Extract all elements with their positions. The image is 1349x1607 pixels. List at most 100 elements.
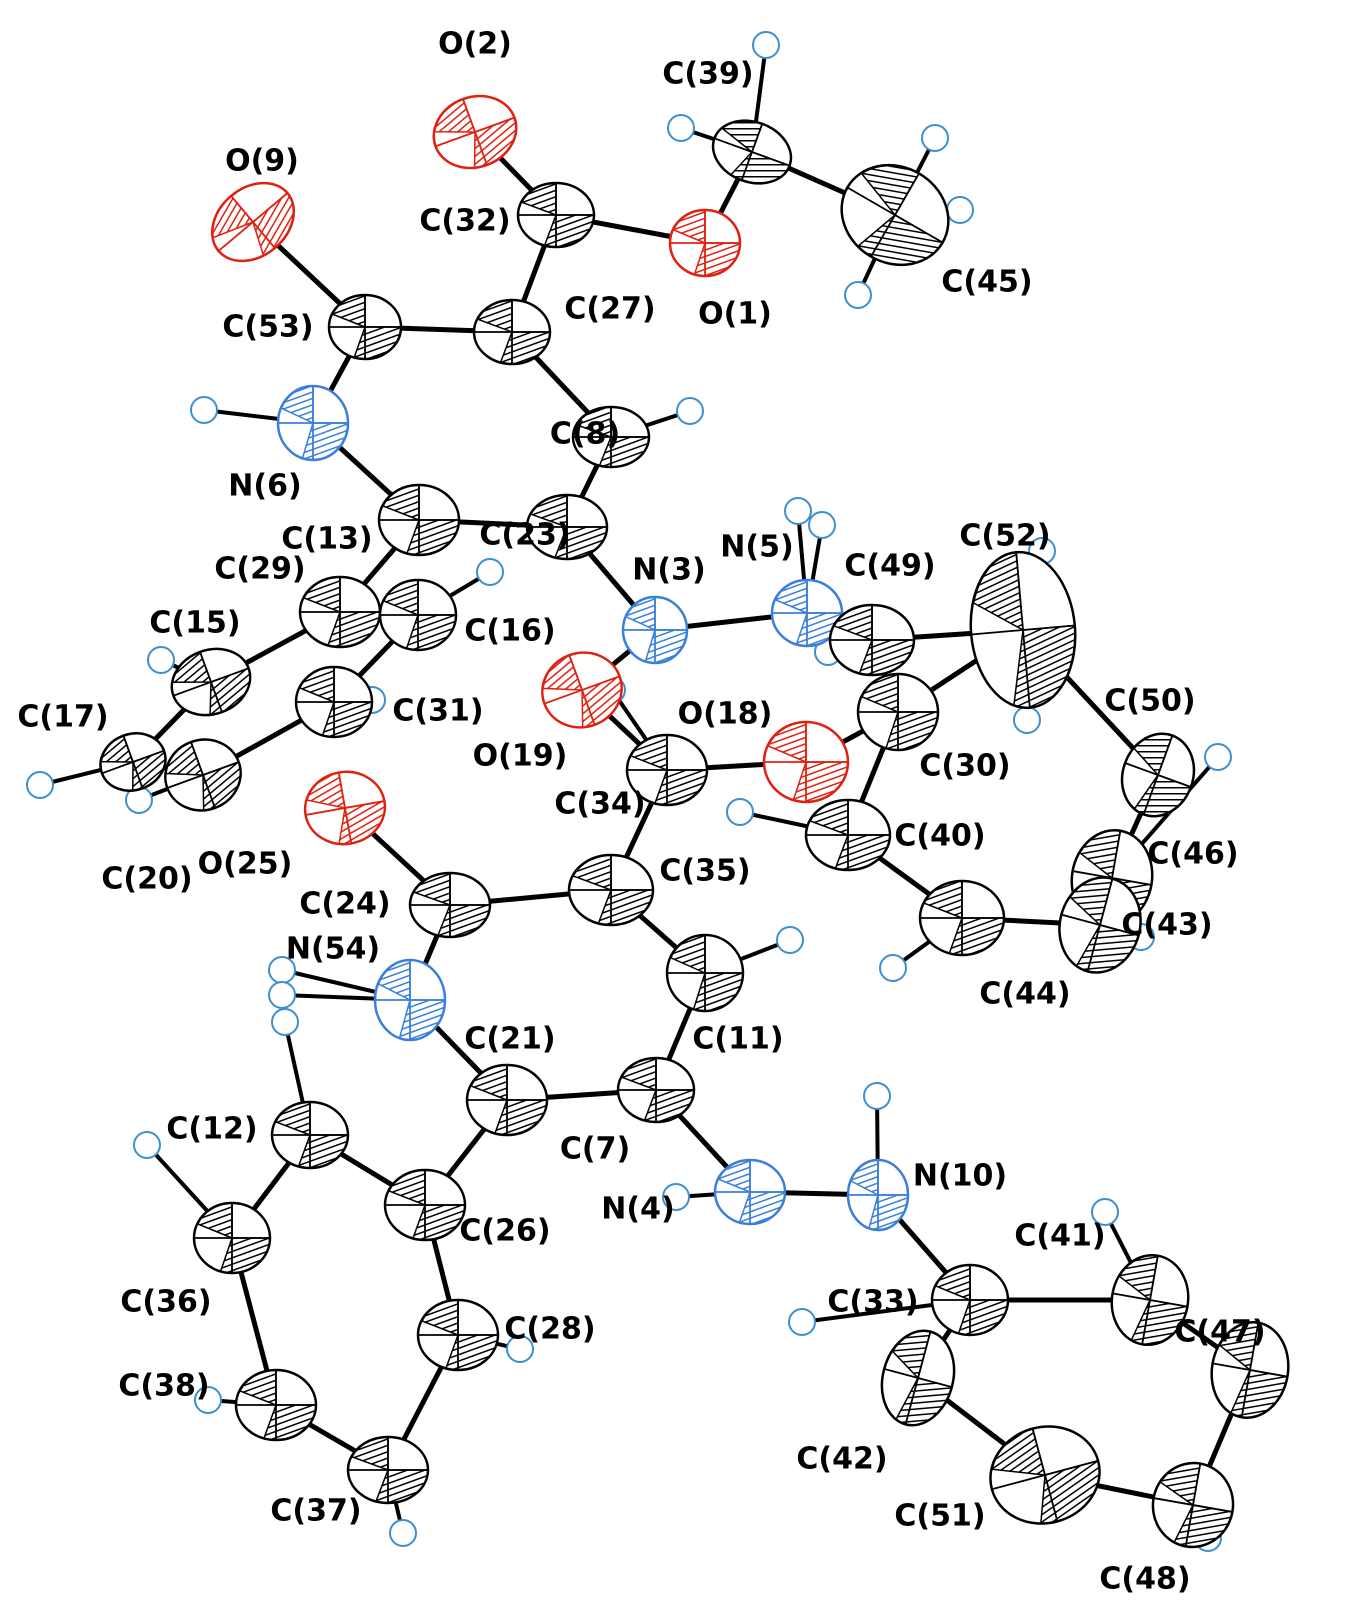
label-c7: C(7) xyxy=(560,1132,630,1167)
label-n10: N(10) xyxy=(913,1159,1007,1194)
atom-c43 xyxy=(1058,876,1142,974)
atom-c37 xyxy=(346,1435,430,1505)
atom-c41 xyxy=(1110,1253,1190,1347)
hydrogen-atom xyxy=(921,124,949,152)
label-c24: C(24) xyxy=(299,887,390,922)
hydrogen-atom xyxy=(1091,1198,1119,1226)
atom-c23 xyxy=(525,493,609,561)
label-c40: C(40) xyxy=(894,819,985,854)
atom-c28 xyxy=(416,1298,500,1372)
atom-c36 xyxy=(192,1201,272,1275)
atom-c20 xyxy=(164,738,242,812)
label-c49: C(49) xyxy=(844,549,935,584)
label-c26: C(26) xyxy=(459,1214,550,1249)
hydrogen-atom xyxy=(133,1131,161,1159)
hydrogen-atom xyxy=(667,114,695,142)
label-c35: C(35) xyxy=(659,854,750,889)
atom-c24 xyxy=(408,871,492,939)
atom-c38 xyxy=(234,1368,318,1442)
label-c31: C(31) xyxy=(392,694,483,729)
atom-o2 xyxy=(432,94,518,170)
atom-c29 xyxy=(298,575,382,649)
atom-c16 xyxy=(378,578,458,652)
label-c46: C(46) xyxy=(1147,837,1238,872)
label-o19: O(19) xyxy=(473,739,568,774)
label-c37: C(37) xyxy=(270,1494,361,1529)
atom-c15 xyxy=(170,647,252,717)
atom-o9 xyxy=(210,181,296,263)
label-o18: O(18) xyxy=(678,697,773,732)
hydrogen-atom xyxy=(389,1519,417,1547)
label-c23: C(23) xyxy=(479,518,570,553)
hydrogen-atom xyxy=(1204,743,1232,771)
label-c13: C(13) xyxy=(281,522,372,557)
hydrogen-atom xyxy=(476,558,504,586)
atom-c48 xyxy=(1151,1461,1235,1549)
atom-c49 xyxy=(828,603,916,677)
atom-c17 xyxy=(99,732,167,792)
label-c52: C(52) xyxy=(959,519,1050,554)
hydrogen-atom xyxy=(271,1008,299,1036)
label-n54: N(54) xyxy=(286,932,380,967)
atom-c44 xyxy=(918,879,1006,957)
label-n6: N(6) xyxy=(228,469,301,504)
atom-c52 xyxy=(969,550,1077,710)
label-c50: C(50) xyxy=(1104,684,1195,719)
atom-c42 xyxy=(880,1329,956,1427)
label-layer: O(2)C(39)O(9)C(32)O(1)C(45)C(53)C(27)C(8… xyxy=(17,27,1265,1597)
atom-o18 xyxy=(762,720,850,804)
atom-n3 xyxy=(621,595,689,665)
atom-c51 xyxy=(989,1425,1101,1525)
atom-c8 xyxy=(571,405,651,469)
atom-c21 xyxy=(465,1063,549,1137)
atom-o19 xyxy=(541,651,623,729)
label-c28: C(28) xyxy=(504,1312,595,1347)
atom-c39 xyxy=(711,119,793,185)
label-c48: C(48) xyxy=(1099,1562,1190,1597)
label-o9: O(9) xyxy=(225,144,299,179)
hydrogen-atom xyxy=(26,771,54,799)
hydrogen-atom xyxy=(147,646,175,674)
atom-c13 xyxy=(377,483,461,557)
label-o1: O(1) xyxy=(698,297,772,332)
atom-c32 xyxy=(516,181,596,249)
label-c20: C(20) xyxy=(101,862,192,897)
label-c45: C(45) xyxy=(941,265,1032,300)
hydrogen-atom xyxy=(788,1308,816,1336)
atom-o25 xyxy=(303,770,387,846)
label-c15: C(15) xyxy=(149,606,240,641)
label-c43: C(43) xyxy=(1121,908,1212,943)
label-c30: C(30) xyxy=(919,749,1010,784)
atom-n4 xyxy=(713,1158,787,1226)
atom-c30 xyxy=(856,672,940,752)
label-c42: C(42) xyxy=(796,1442,887,1477)
hydrogen-atom xyxy=(946,196,974,224)
label-c38: C(38) xyxy=(118,1369,209,1404)
hydrogen-atom xyxy=(190,396,218,424)
label-n5: N(5) xyxy=(720,530,793,565)
atom-c7 xyxy=(616,1056,696,1124)
atom-n10 xyxy=(846,1158,910,1232)
label-c8: C(8) xyxy=(550,417,620,452)
atom-c34 xyxy=(625,733,709,807)
hydrogen-atom xyxy=(662,1183,690,1211)
hydrogen-atom xyxy=(1013,706,1041,734)
label-c21: C(21) xyxy=(464,1022,555,1057)
atom-c40 xyxy=(804,798,892,872)
atom-n54 xyxy=(373,958,447,1042)
hydrogen-atom xyxy=(776,926,804,954)
atom-c50 xyxy=(1120,732,1196,818)
label-c44: C(44) xyxy=(979,977,1070,1012)
hydrogen-atom xyxy=(808,511,836,539)
hydrogen-atom xyxy=(506,1335,534,1363)
atom-layer xyxy=(26,31,1290,1552)
atom-c31 xyxy=(294,665,374,739)
label-c16: C(16) xyxy=(464,614,555,649)
atom-o1 xyxy=(668,208,742,278)
hydrogen-atom xyxy=(844,281,872,309)
label-c41: C(41) xyxy=(1014,1219,1105,1254)
label-o2: O(2) xyxy=(438,27,512,62)
atom-c35 xyxy=(567,853,655,927)
atom-c53 xyxy=(327,293,403,361)
